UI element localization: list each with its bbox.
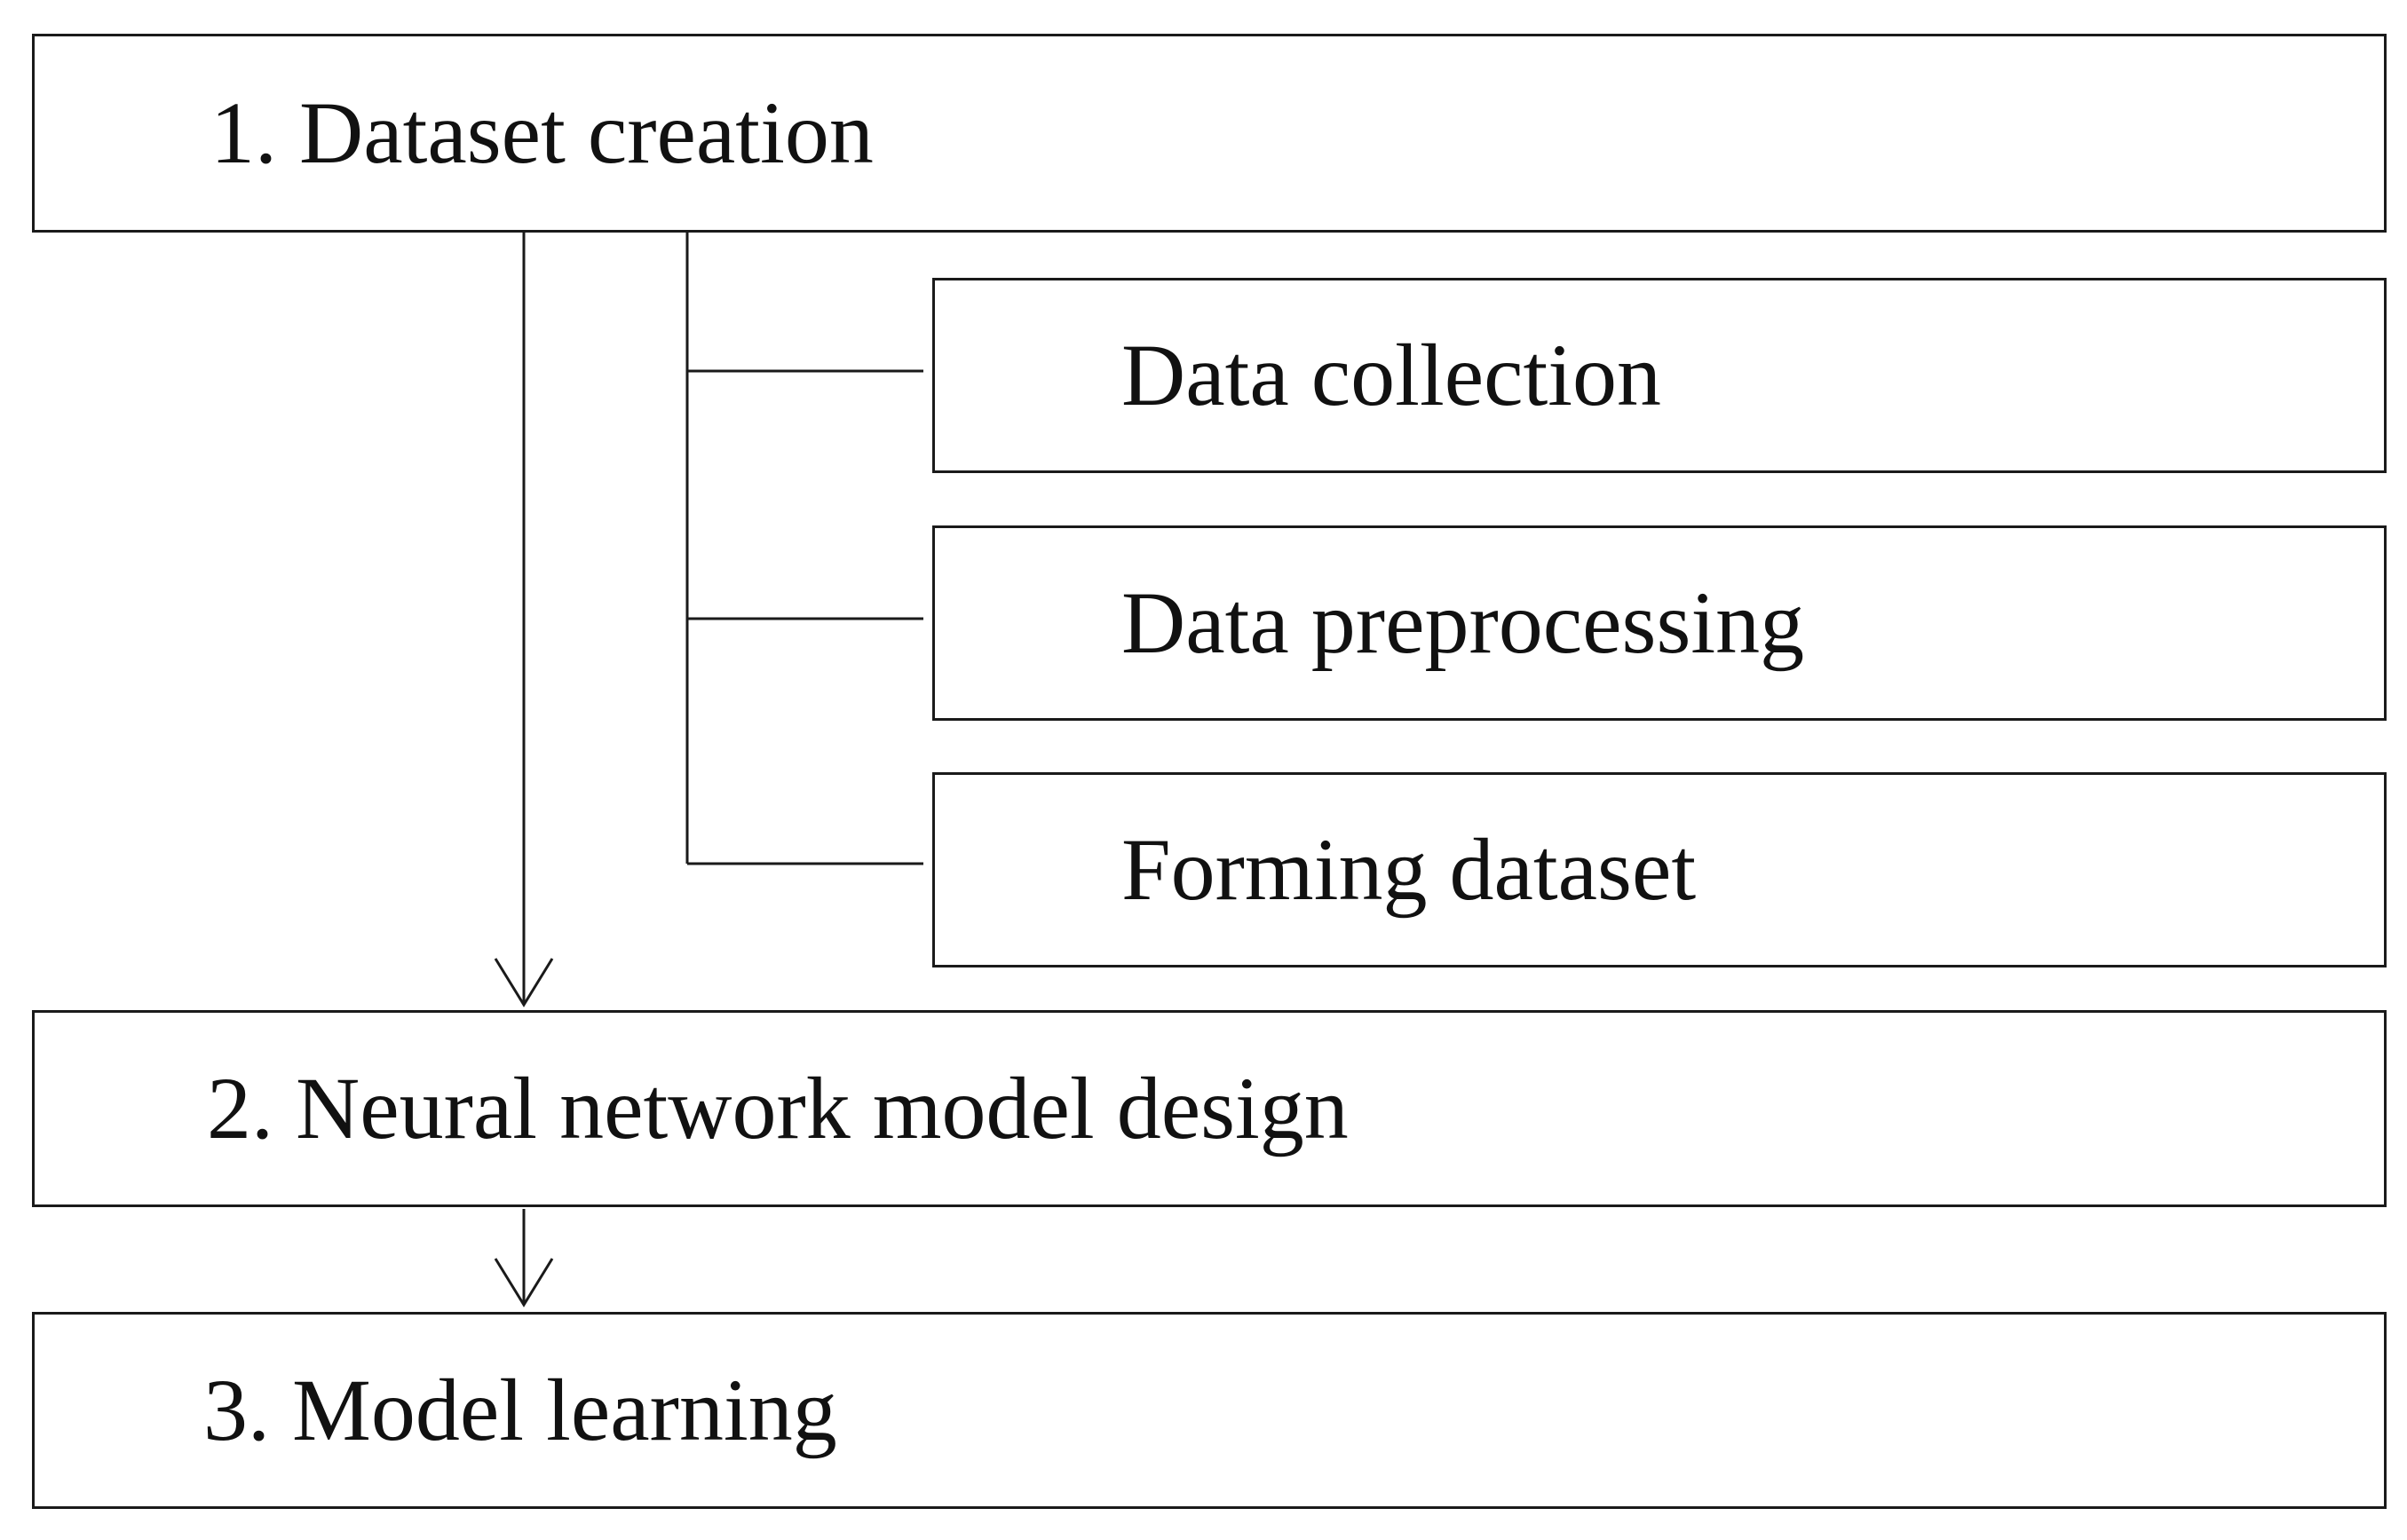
step-label: 3. Model learning [203, 1361, 837, 1459]
arrowhead-step3 [494, 1258, 554, 1307]
step-model-learning: 3. Model learning [32, 1312, 2387, 1509]
substep-data-collection: Data collection [932, 278, 2387, 473]
step-label: 2. Neural network model design [207, 1059, 1349, 1157]
step-neural-network-model-design: 2. Neural network model design [32, 1010, 2387, 1207]
substep-label: Data preprocessing [1121, 573, 1805, 672]
substep-data-preprocessing: Data preprocessing [932, 525, 2387, 721]
arrowhead-step2 [494, 958, 554, 1007]
step-label: 1. Dataset creation [210, 83, 874, 182]
substep-label: Data collection [1121, 326, 1662, 424]
substep-forming-dataset: Forming dataset [932, 772, 2387, 967]
substep-label: Forming dataset [1121, 820, 1697, 919]
step-dataset-creation: 1. Dataset creation [32, 34, 2387, 233]
